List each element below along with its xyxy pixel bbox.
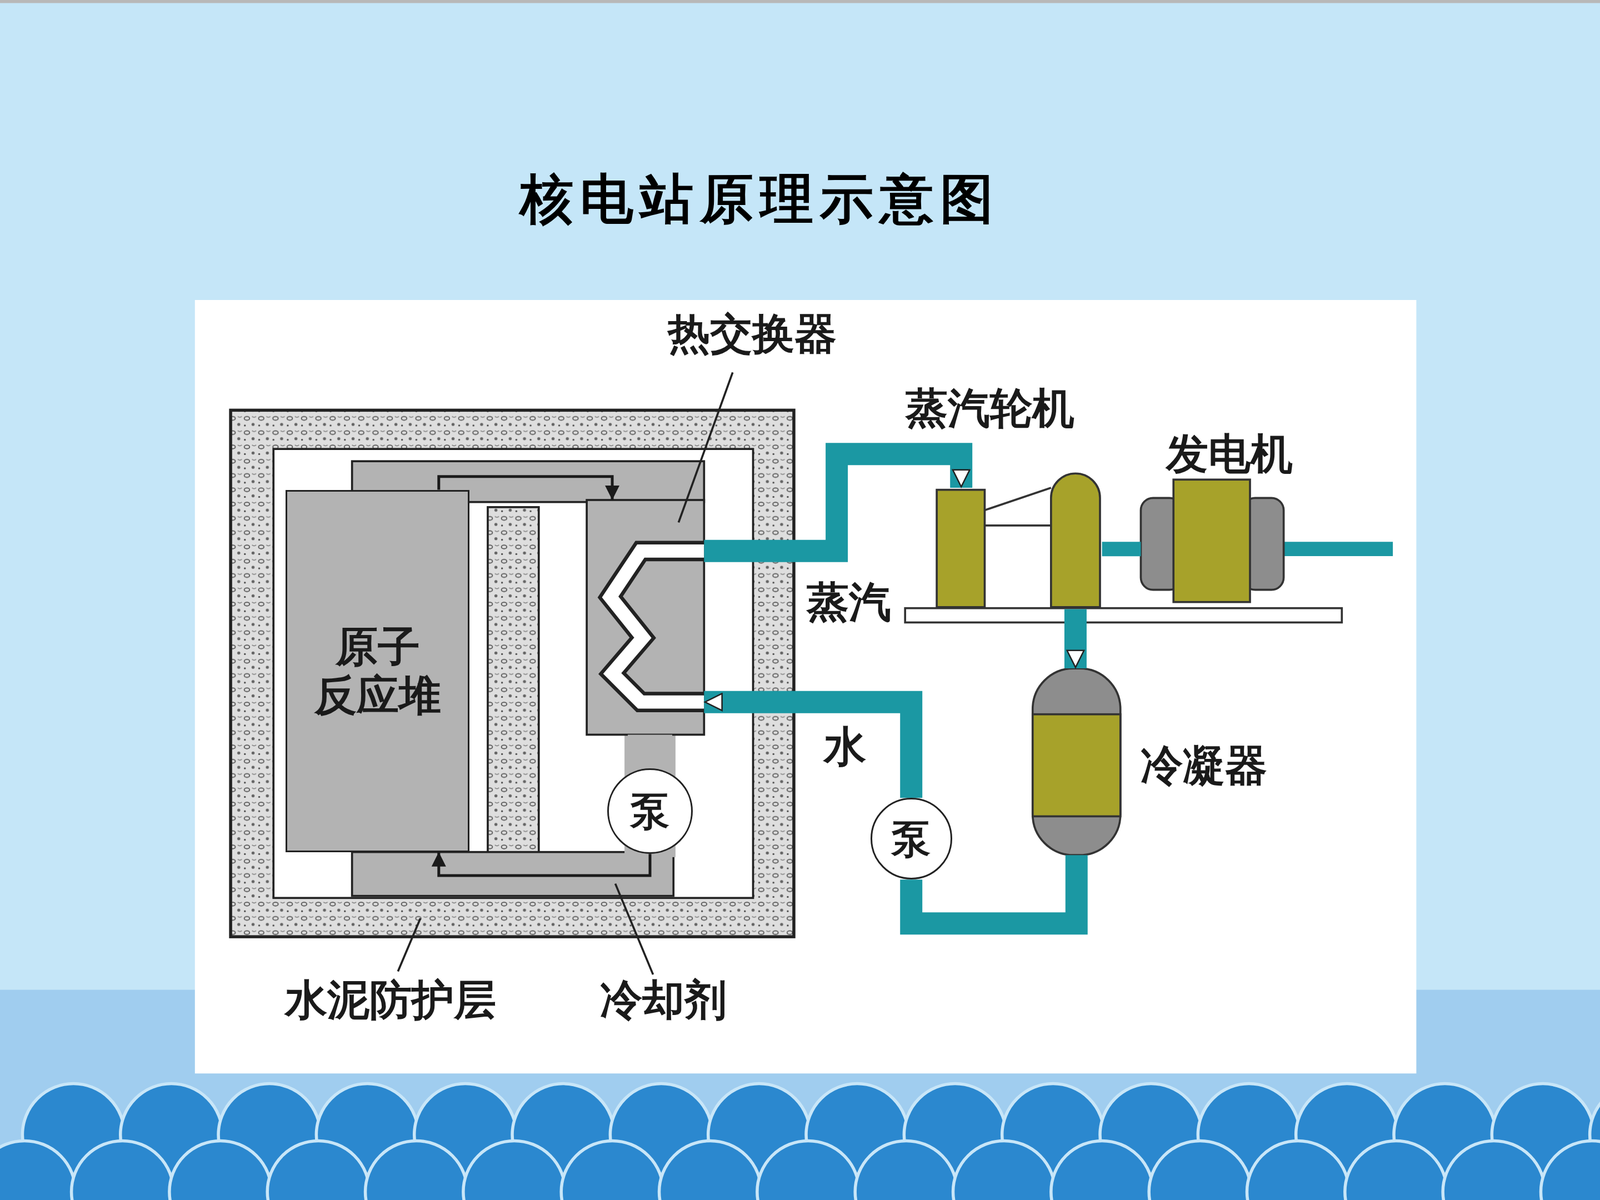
node-label: 泵	[630, 788, 670, 834]
pipe-connector	[703, 453, 962, 551]
wave-scallop	[1442, 1140, 1545, 1200]
concrete-shield: 水泥防护层原子 反应堆热交换器泵	[230, 410, 794, 937]
generator: 发电机	[1140, 479, 1284, 602]
leader-line	[615, 883, 654, 975]
wave-scallop	[169, 1140, 272, 1200]
wave-scallop	[953, 1140, 1056, 1200]
condenser-shell	[1032, 668, 1121, 855]
wave-scallop	[1148, 1140, 1252, 1200]
leader-line	[678, 372, 733, 523]
diagram-title: 核电站原理示意图	[520, 168, 1000, 230]
wave-scallop	[0, 1140, 76, 1200]
wave-scallop	[1051, 1140, 1154, 1200]
exchanger-tube-outline	[610, 551, 704, 703]
wave-scallop	[267, 1140, 370, 1200]
leader-line	[397, 918, 420, 972]
pipe-connector	[1064, 609, 1087, 669]
pipe-connector	[627, 734, 673, 769]
wave-scallop	[1246, 1140, 1349, 1200]
wave-scallop	[757, 1140, 860, 1200]
node-label: 热交换器	[667, 309, 837, 358]
heat-exchanger: 热交换器	[586, 500, 704, 735]
illustration-part	[438, 453, 1142, 924]
node-label: 冷凝器	[1140, 741, 1268, 790]
wave-scallop	[71, 1140, 174, 1200]
pump-circle: 泵	[870, 797, 953, 880]
condenser: 冷凝器	[1032, 668, 1121, 855]
steam-turbine: 蒸汽轮机	[933, 487, 1103, 610]
pipe-label: 水	[821, 722, 869, 772]
node-label: 原子 反应堆	[287, 622, 468, 720]
condenser-body	[1032, 714, 1121, 817]
turbine-casing-line	[984, 487, 1051, 510]
part-label: 冷却剂	[597, 975, 729, 1024]
concrete-shield	[230, 410, 794, 937]
wave-scallop	[1540, 1140, 1600, 1200]
node-label: 发电机	[1166, 430, 1293, 479]
output-shaft	[1275, 541, 1393, 557]
top-rule	[0, 0, 1600, 4]
pipe-label: 蒸汽	[804, 577, 894, 627]
pipe-connector	[703, 702, 912, 799]
wave-scallop	[1345, 1140, 1448, 1200]
node-label: 蒸汽轮机	[905, 383, 1075, 433]
concrete-divider	[487, 507, 539, 858]
wave-scallop	[463, 1140, 566, 1200]
coolant-flow-arrow	[438, 852, 650, 876]
wave-scallop	[855, 1140, 958, 1200]
wave-scallop	[365, 1140, 468, 1200]
coolant-channel	[352, 852, 674, 897]
wave-scallop	[561, 1140, 664, 1200]
turbine-stage	[936, 490, 985, 608]
node-label: 泵	[891, 816, 931, 862]
pump-circle: 泵	[607, 768, 693, 854]
wave-scallop	[659, 1140, 762, 1200]
pipe-connector	[1102, 541, 1142, 557]
generator-body	[1173, 479, 1250, 602]
turbine-casing-line	[984, 524, 1051, 527]
machine-platform	[905, 608, 1342, 623]
node-label: 水泥防护层	[285, 975, 497, 1024]
reactor-core: 原子 反应堆	[285, 490, 469, 853]
exchanger-tube	[610, 551, 704, 703]
turbine-stage	[1051, 473, 1100, 608]
white-panel	[195, 300, 1417, 1074]
wave-row	[0, 1083, 1600, 1200]
heat-exchanger-body	[586, 500, 704, 735]
